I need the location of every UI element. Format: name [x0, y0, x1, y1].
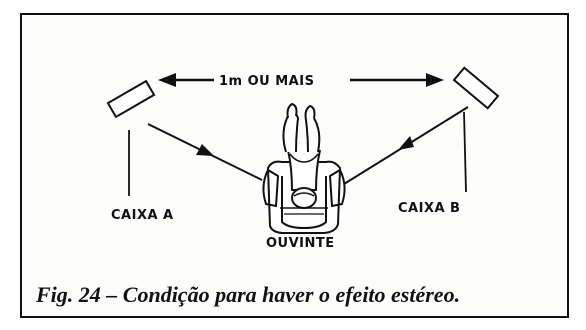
- speaker-a-icon: [106, 79, 156, 119]
- distance-arrow-right: [350, 73, 444, 87]
- listener-label: OUVINTE: [266, 236, 335, 251]
- speaker-b-icon: [452, 66, 500, 110]
- speaker-b-label: CAIXA B: [398, 201, 460, 216]
- speaker-a-label: CAIXA A: [111, 208, 174, 223]
- distance-label: 1m OU MAIS: [219, 74, 314, 89]
- sound-path-a: [147, 123, 263, 181]
- sound-path-b: [343, 106, 469, 185]
- figure-caption: Fig. 24 – Condição para haver o efeito e…: [36, 282, 461, 307]
- distance-arrow-left: [158, 73, 214, 87]
- listener-in-chair-icon: [262, 103, 346, 234]
- speaker-b-lead-line: [463, 111, 467, 193]
